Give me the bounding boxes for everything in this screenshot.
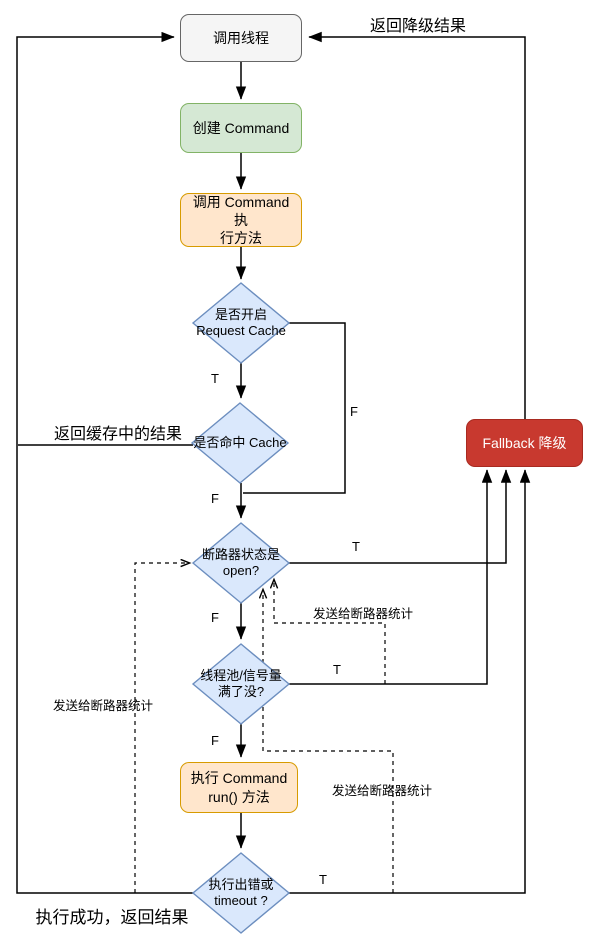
label-f-circuit-open: F (211, 610, 219, 625)
dashed-stats-from-success (134, 563, 189, 893)
node-run-method: 执行 Command run() 方法 (180, 762, 298, 813)
node-create-command: 创建 Command (180, 103, 302, 153)
label-f-pool-full: F (211, 733, 219, 748)
edge-success-return (16, 31, 195, 894)
label-return-success-result: 执行成功，返回结果 (35, 908, 189, 927)
label-return-cached-result: 返回缓存中的结果 (53, 426, 182, 443)
diamond-circuit-open-shape (191, 522, 291, 604)
node-cache-hit: 是否命中 Cache (193, 434, 287, 450)
label-f-cache-enabled: F (350, 404, 358, 419)
node-circuit-open: 断路器状态是 open? (201, 546, 280, 578)
edge-pool-t-fallback (289, 469, 493, 685)
label-t-pool-full: T (333, 662, 341, 677)
node-pool-full: 线程池/信号量 满了没? (200, 667, 282, 699)
label-send-stats-error: 发送给断路器统计 (331, 784, 432, 798)
edge-cachecheck-f-bypass (243, 322, 346, 494)
edge-circuit-t-fallback (287, 469, 512, 564)
label-send-stats-rejected: 发送给断路器统计 (312, 607, 413, 621)
node-invoke-command-execute: 调用 Command 执 行方法 (180, 193, 302, 247)
node-caller-thread: 调用线程 (180, 14, 302, 62)
label-t-circuit-open: T (352, 539, 360, 554)
edge-fallback-return (308, 31, 526, 419)
dashed-stats-from-rejection (274, 580, 386, 684)
diamond-cache-hit-shape (190, 402, 290, 484)
label-send-stats-success: 发送给断路器统计 (52, 699, 153, 713)
diamond-error-timeout-shape (191, 852, 291, 934)
label-f-cache-hit: F (211, 491, 219, 506)
node-error-timeout: 执行出错或 timeout ? (208, 876, 274, 908)
label-t-error-timeout: T (319, 872, 327, 887)
label-t-cache-enabled: T (211, 371, 219, 386)
diamond-request-cache-enabled-shape (191, 282, 291, 364)
label-return-fallback-result: 返回降级结果 (369, 18, 466, 35)
node-request-cache-enabled: 是否开启 Request Cache (196, 306, 286, 338)
edge-timeout-t-fallback (289, 469, 531, 894)
dashed-stats-from-timeout (263, 590, 394, 893)
diamond-pool-full-shape (191, 643, 291, 725)
node-fallback-degrade: Fallback 降级 (466, 419, 583, 467)
